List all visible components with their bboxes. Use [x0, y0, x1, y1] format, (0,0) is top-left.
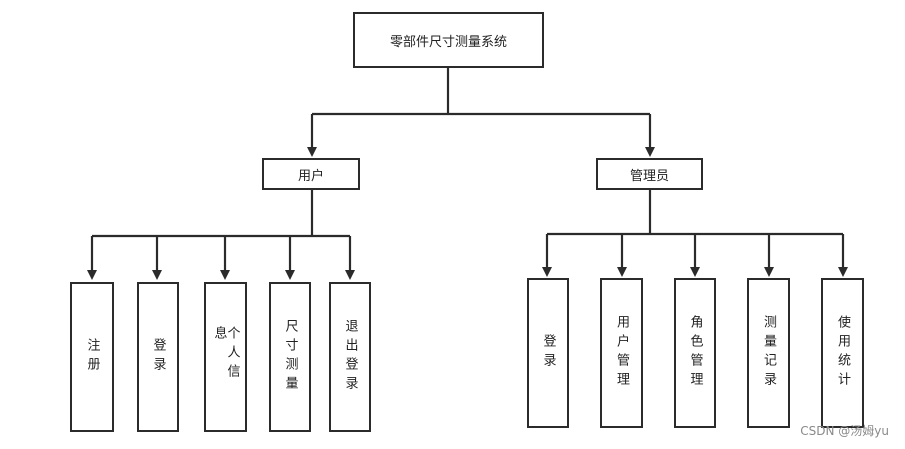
user-child-node: 登录: [137, 282, 179, 432]
admin-child-label: 使用统计: [835, 315, 850, 391]
admin-child-label: 用户管理: [614, 315, 629, 391]
user-child-label: 个人信息: [211, 326, 240, 383]
user-child-node: 退出登录: [329, 282, 371, 432]
admin-child-node: 测量记录: [747, 278, 790, 428]
admin-child-label: 登录: [540, 334, 556, 372]
admin-child-node: 用户管理: [600, 278, 643, 428]
user-child-label: 退出登录: [342, 319, 358, 395]
admin-child-node: 角色管理: [674, 278, 716, 428]
user-label: 用户: [297, 168, 324, 184]
user-node: 用户: [262, 158, 360, 190]
user-child-node: 注册: [70, 282, 114, 432]
user-child-node: 尺寸测量: [269, 282, 311, 432]
admin-child-label: 角色管理: [687, 315, 703, 391]
admin-child-label: 测量记录: [761, 315, 776, 391]
admin-child-node: 登录: [527, 278, 569, 428]
user-child-node: 个人信息: [204, 282, 247, 432]
root-label: 零部件尺寸测量系统: [389, 34, 507, 50]
admin-node: 管理员: [596, 158, 703, 190]
user-child-label: 登录: [150, 338, 166, 376]
admin-label: 管理员: [629, 168, 669, 184]
admin-child-node: 使用统计: [821, 278, 864, 428]
root-node: 零部件尺寸测量系统: [353, 12, 544, 68]
watermark-text: CSDN @汤姆yu: [800, 424, 889, 438]
user-child-label: 尺寸测量: [282, 319, 298, 395]
user-child-label: 注册: [84, 338, 100, 376]
